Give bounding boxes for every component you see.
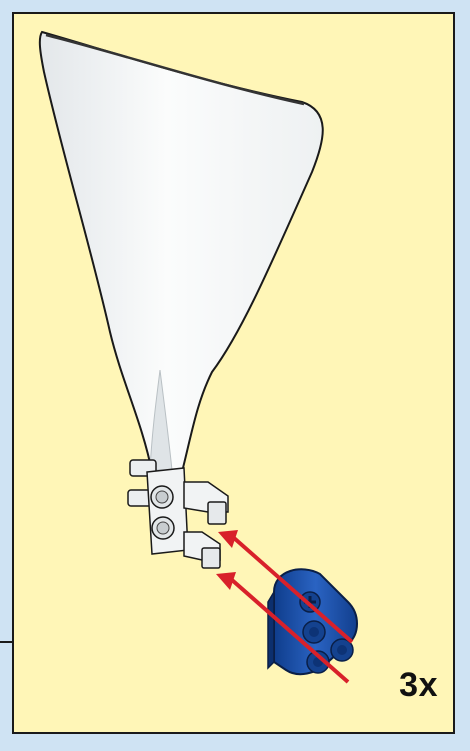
connector-block-icon	[128, 460, 228, 568]
assembly-illustration	[14, 14, 455, 734]
quantity-label: 3x	[399, 666, 438, 705]
fin-panel-icon	[40, 32, 323, 472]
instruction-step-panel: 3x	[12, 12, 455, 734]
